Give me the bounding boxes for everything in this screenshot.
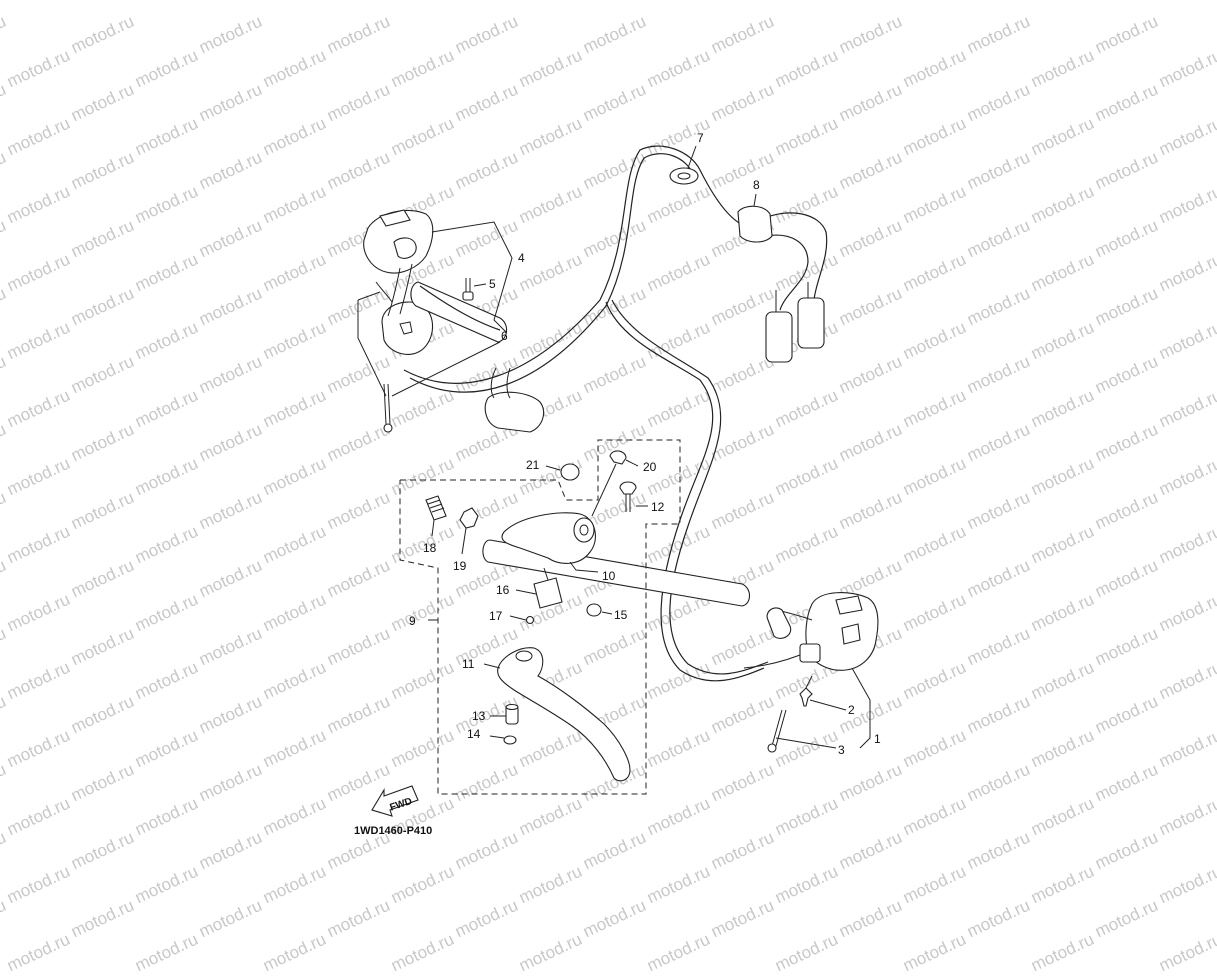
watermark-text: motod.ru xyxy=(260,929,329,976)
callout-20: 20 xyxy=(643,460,657,474)
watermark-text: motod.ru xyxy=(772,929,841,976)
exploded-parts-diagram: FWD 1WD1460-P410 1 2 3 4 5 6 7 8 9 10 11… xyxy=(354,131,881,837)
clutch-lever-part-11 xyxy=(483,647,631,782)
lever-assembly-group-9 xyxy=(399,439,681,795)
callout-12: 12 xyxy=(651,500,665,514)
watermark-text: motod.ru xyxy=(1156,929,1217,976)
callout-7: 7 xyxy=(697,131,704,145)
callout-10: 10 xyxy=(602,569,616,583)
diagram-code: 1WD1460-P410 xyxy=(354,825,432,837)
lever-bracket-part-10 xyxy=(501,512,599,573)
cap-part-21 xyxy=(545,463,580,481)
switch-part-16 xyxy=(515,567,563,609)
callout-4: 4 xyxy=(518,251,525,265)
screw-part-20 xyxy=(591,450,639,517)
callout-2: 2 xyxy=(848,703,855,717)
callout-19: 19 xyxy=(453,559,467,573)
screw-part-3 xyxy=(767,709,787,753)
nut-part-15 xyxy=(586,603,613,617)
bolt-part-12 xyxy=(619,481,648,512)
left-handlebar-switch xyxy=(363,209,545,433)
bushing-part-13 xyxy=(490,703,519,725)
watermark-text: motod.ru xyxy=(388,929,457,976)
callout-13: 13 xyxy=(472,709,486,723)
watermark-text: motod.ru xyxy=(132,929,201,976)
screw-part-2 xyxy=(799,675,813,707)
callout-5: 5 xyxy=(489,277,496,291)
leaders-left-switch xyxy=(357,221,513,397)
watermark-text: motod.ru xyxy=(644,929,713,976)
callout-18: 18 xyxy=(423,541,437,555)
watermark-text: motod.ru xyxy=(1028,929,1097,976)
watermark-text: motod.ru xyxy=(4,929,73,976)
right-handlebar-switch xyxy=(743,592,879,671)
callout-8: 8 xyxy=(753,178,760,192)
clamp-part-8 xyxy=(737,193,773,243)
callout-21: 21 xyxy=(526,458,540,472)
callout-labels: 1 2 3 4 5 6 7 8 9 10 11 12 13 14 15 16 1… xyxy=(409,131,881,757)
callout-17: 17 xyxy=(489,609,503,623)
forward-direction-arrow: FWD xyxy=(371,785,419,817)
callout-11: 11 xyxy=(462,657,475,671)
screw-part-5 xyxy=(462,278,474,301)
handlebar-tube xyxy=(482,539,751,607)
callout-15: 15 xyxy=(614,608,628,622)
callout-3: 3 xyxy=(838,743,845,757)
screw-part-17 xyxy=(509,615,535,625)
adjuster-bolt-part-18 xyxy=(425,495,447,537)
callout-16: 16 xyxy=(496,583,510,597)
locknut-part-19 xyxy=(459,507,479,555)
washer-part-14 xyxy=(489,735,517,745)
leaders-right-switch xyxy=(775,667,871,749)
watermark-text: motod.ru xyxy=(900,929,969,976)
callout-14: 14 xyxy=(467,727,481,741)
watermark-text: motod.ru xyxy=(516,929,585,976)
screw-part-6 xyxy=(383,383,393,433)
grommet-part-7 xyxy=(669,145,699,185)
callout-6: 6 xyxy=(501,329,508,343)
parts-diagram-canvas: motod.ru motod.ru motod.ru motod.ru motod.ru… xyxy=(0,12,1217,976)
callout-9: 9 xyxy=(409,614,416,628)
callout-1: 1 xyxy=(874,732,881,746)
